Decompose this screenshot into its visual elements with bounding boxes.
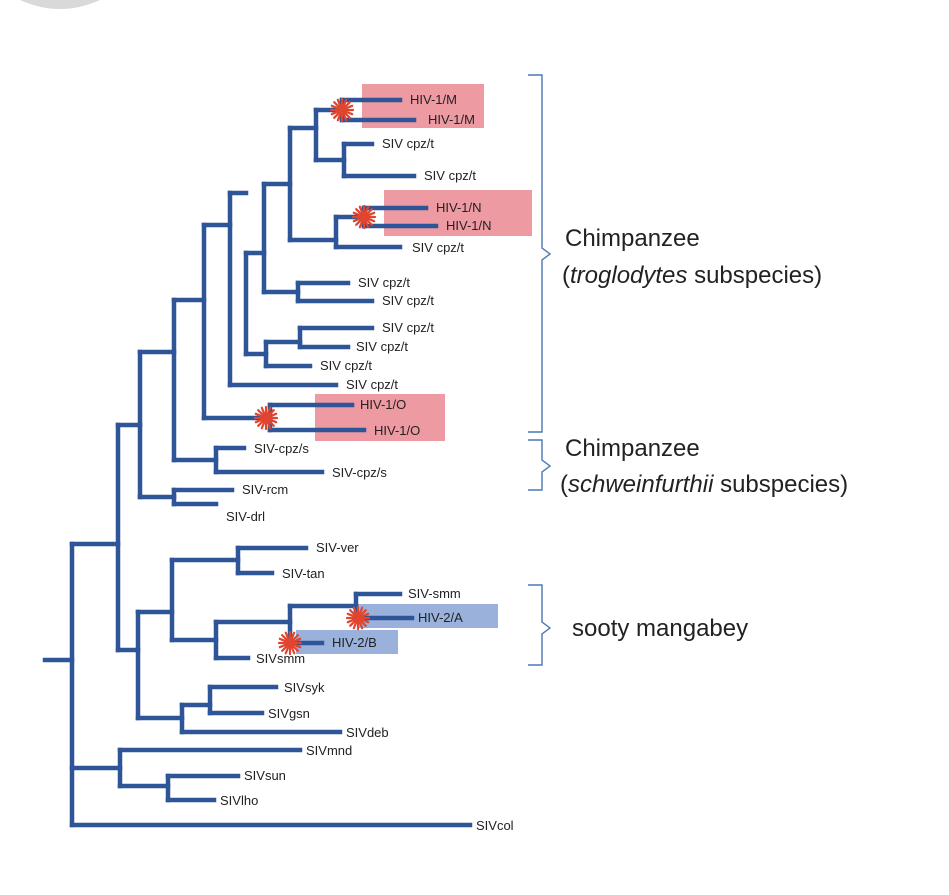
- group-label-troglodytes-line2: (troglodytes subspecies): [562, 262, 822, 289]
- tip-label-cpz-t-2: SIV cpz/t: [424, 168, 476, 183]
- tip-label-cpz-t-5: SIV cpz/t: [382, 293, 434, 308]
- red-star-icon: [277, 630, 303, 656]
- tip-label-hiv1-m-1: HIV-1/M: [410, 92, 457, 107]
- tip-label-cpz-t-6: SIV cpz/t: [382, 320, 434, 335]
- tip-label-cpz-t-3: SIV cpz/t: [412, 240, 464, 255]
- highlight-hiv1-o: [315, 394, 445, 441]
- tip-label-sivsmm: SIVsmm: [256, 651, 305, 666]
- tip-label-cpz-s-2: SIV-cpz/s: [332, 465, 387, 480]
- red-star-icon: [253, 405, 279, 431]
- tip-label-cpz-t-9: SIV cpz/t: [346, 377, 398, 392]
- group-label-sooty-mangabey: sooty mangabey: [572, 615, 748, 642]
- brace-sooty-mangabey: [528, 584, 552, 666]
- tip-label-drl: SIV-drl: [226, 509, 265, 524]
- tip-label-hiv1-o-1: HIV-1/O: [360, 397, 406, 412]
- tip-labels: HIV-1/M HIV-1/M SIV cpz/t SIV cpz/t HIV-…: [220, 92, 514, 833]
- transmission-stars: [253, 97, 377, 656]
- tree-branches: [42, 97, 473, 828]
- tip-label-hiv2-b: HIV-2/B: [332, 635, 377, 650]
- tip-label-hiv1-n-2: HIV-1/N: [446, 218, 492, 233]
- tip-label-hiv2-a: HIV-2/A: [418, 610, 463, 625]
- tip-label-col: SIVcol: [476, 818, 514, 833]
- tip-label-tan: SIV-tan: [282, 566, 325, 581]
- tip-label-cpz-t-8: SIV cpz/t: [320, 358, 372, 373]
- tip-label-hiv1-n-1: HIV-1/N: [436, 200, 482, 215]
- group-labels: Chimpanzee (troglodytes subspecies) Chim…: [560, 225, 848, 642]
- red-star-icon: [345, 605, 371, 631]
- highlight-hiv1-n: [384, 190, 532, 236]
- tip-label-cpz-t-1: SIV cpz/t: [382, 136, 434, 151]
- tip-label-sun: SIVsun: [244, 768, 286, 783]
- tip-label-hiv1-o-2: HIV-1/O: [374, 423, 420, 438]
- group-label-schweinfurthii-line2: (schweinfurthii subspecies): [560, 471, 848, 498]
- tip-label-mnd: SIVmnd: [306, 743, 352, 758]
- brace-schweinfurthii: [528, 439, 552, 491]
- brace-troglodytes: [528, 74, 552, 433]
- tip-label-hiv1-m-2: HIV-1/M: [428, 112, 475, 127]
- group-label-troglodytes-line1: Chimpanzee: [565, 225, 700, 252]
- tip-label-gsn: SIVgsn: [268, 706, 310, 721]
- tip-label-smm: SIV-smm: [408, 586, 461, 601]
- tip-label-cpz-t-4: SIV cpz/t: [358, 275, 410, 290]
- tip-label-cpz-s-1: SIV-cpz/s: [254, 441, 309, 456]
- tip-label-ver: SIV-ver: [316, 540, 359, 555]
- tip-label-syk: SIVsyk: [284, 680, 325, 695]
- group-label-schweinfurthii-line1: Chimpanzee: [565, 435, 700, 462]
- tip-label-rcm: SIV-rcm: [242, 482, 288, 497]
- tip-label-lho: SIVlho: [220, 793, 258, 808]
- group-braces: [528, 74, 552, 666]
- decorative-circle-fragment: [20, 0, 100, 9]
- tip-label-deb: SIVdeb: [346, 725, 389, 740]
- red-star-icon: [351, 204, 377, 230]
- red-star-icon: [329, 97, 355, 123]
- tip-label-cpz-t-7: SIV cpz/t: [356, 339, 408, 354]
